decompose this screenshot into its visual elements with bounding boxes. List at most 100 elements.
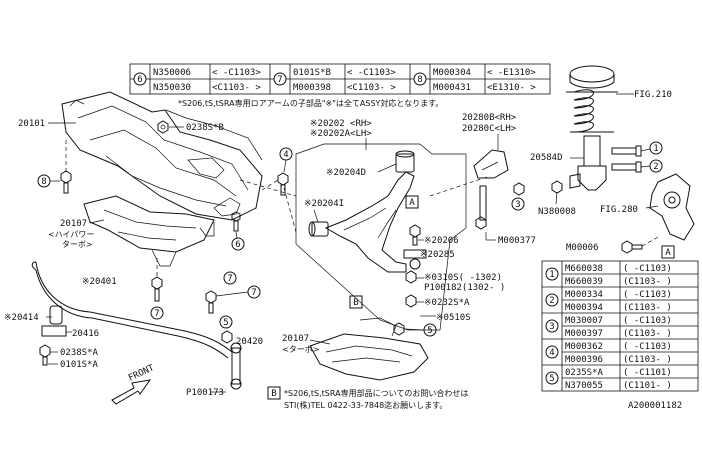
part-m000394[interactable]: M000394 xyxy=(565,303,603,313)
label-20206[interactable]: ※20206 xyxy=(424,236,459,246)
bracket-icon xyxy=(569,173,581,189)
callout-4: 4 xyxy=(283,150,288,160)
bolt-icon xyxy=(151,276,163,302)
label-0510s[interactable]: ※0510S xyxy=(436,313,471,323)
part-n350030[interactable]: N350030 xyxy=(153,83,191,93)
label-0238sa[interactable]: 0238S*A xyxy=(60,348,99,358)
part-m030007[interactable]: M030007 xyxy=(565,316,603,326)
nut-icon xyxy=(221,330,233,344)
part-m000396[interactable]: M000396 xyxy=(565,355,603,365)
label-0232sa[interactable]: ※0232S*A xyxy=(424,298,470,308)
part-n370055[interactable]: N370055 xyxy=(565,381,603,391)
bolt-icon xyxy=(157,120,169,134)
label-fig210[interactable]: FIG.210 xyxy=(634,90,672,100)
label-20280c[interactable]: 20280C<LH> xyxy=(462,124,517,134)
part-m000304[interactable]: M000304 xyxy=(433,68,471,78)
label-fig280[interactable]: FIG.280 xyxy=(600,205,638,215)
callout-7: 7 xyxy=(154,309,159,319)
bracket-20107-hipower[interactable] xyxy=(83,195,215,267)
part-m660039[interactable]: M660039 xyxy=(565,277,603,287)
date-range: ( -C1103) xyxy=(623,342,672,352)
date-range: ( -C1101) xyxy=(623,368,672,378)
bolt-icon xyxy=(39,344,51,366)
knuckle-fig280[interactable] xyxy=(649,173,695,241)
date-range: <E1310- > xyxy=(487,83,536,93)
callout-5: 5 xyxy=(427,326,432,336)
label-20414[interactable]: ※20414 xyxy=(4,313,39,323)
callout-7: 7 xyxy=(277,75,282,85)
nut-icon xyxy=(405,270,417,284)
label-20280b[interactable]: 20280B<RH> xyxy=(462,113,517,123)
label-p100182[interactable]: P100182(1302- ) xyxy=(424,283,505,293)
label-20101[interactable]: 20101 xyxy=(18,119,45,129)
date-range: < -E1310> xyxy=(487,68,536,78)
label-0238sb[interactable]: 0238S*B xyxy=(186,123,224,133)
date-range: <C1103- > xyxy=(347,83,396,93)
label-20107[interactable]: 20107 xyxy=(60,219,87,229)
bushing-20204i[interactable] xyxy=(308,221,329,237)
stabilizer-link-20420[interactable] xyxy=(230,342,242,390)
crossmember-20101[interactable] xyxy=(61,91,263,221)
part-0235sa[interactable]: 0235S*A xyxy=(565,368,604,378)
label-20107-sub: <ハイパワー xyxy=(48,230,94,239)
bushing-20204d[interactable] xyxy=(395,150,415,173)
part-m000398[interactable]: M000398 xyxy=(293,83,331,93)
part-m000334[interactable]: M000334 xyxy=(565,290,603,300)
date-range: ( -C1103) xyxy=(623,290,672,300)
bolt-icon xyxy=(513,182,525,196)
top-note: *S206,tS,tSRA専用ロアアームの子部品"※"は全てASSY対応となりま… xyxy=(178,98,443,108)
label-20202[interactable]: ※20202 <RH> xyxy=(310,119,372,129)
bolt-icon xyxy=(231,211,241,232)
label-m00006[interactable]: M00006 xyxy=(566,243,599,253)
label-20107-sub2: ターボ> xyxy=(62,240,93,249)
ball-joint-20206[interactable] xyxy=(409,224,421,246)
part-m000362[interactable]: M000362 xyxy=(565,342,603,352)
clamp-20416[interactable] xyxy=(41,325,67,337)
date-range: (C1103- ) xyxy=(623,355,672,365)
strut-assembly-fig210[interactable] xyxy=(566,65,618,191)
label-20584d[interactable]: 20584D xyxy=(530,153,563,163)
callout-8: 8 xyxy=(417,75,422,85)
part-m000431[interactable]: M000431 xyxy=(433,83,471,93)
callout-6: 6 xyxy=(137,75,142,85)
bushing-20414[interactable] xyxy=(49,305,63,325)
diagram-id: A200001182 xyxy=(628,401,682,411)
callout-3: 3 xyxy=(515,200,520,210)
label-20107-turbo[interactable]: 20107 xyxy=(282,334,309,344)
part-m660038[interactable]: M660038 xyxy=(565,264,603,274)
label-20107-turbo-sub: <ターボ> xyxy=(282,345,319,354)
bolt-icon xyxy=(277,172,289,196)
callout-7: 7 xyxy=(227,274,232,284)
callout-6: 6 xyxy=(235,240,240,250)
part-0101sb[interactable]: 0101S*B xyxy=(293,68,331,78)
date-range: < -C1103> xyxy=(347,68,396,78)
ball-joint-20285[interactable] xyxy=(403,249,427,270)
lower-arm-20202[interactable] xyxy=(324,171,415,273)
label-20204d[interactable]: ※20204D xyxy=(326,168,366,178)
part-n350006[interactable]: N350006 xyxy=(153,68,191,78)
bracket-20280[interactable] xyxy=(473,149,509,230)
label-m000377[interactable]: M000377 xyxy=(498,236,536,246)
date-range: (C1103- ) xyxy=(623,303,672,313)
label-0310s[interactable]: ※0310S( -1302) xyxy=(424,273,502,283)
label-20285[interactable]: ※20285 xyxy=(420,250,455,260)
bolt-icon xyxy=(60,170,72,194)
label-20202a[interactable]: ※20202A<LH> xyxy=(310,129,372,139)
label-20204i[interactable]: ※20204I xyxy=(304,199,344,209)
label-n380008[interactable]: N380008 xyxy=(538,207,576,217)
bracket-20107-turbo[interactable] xyxy=(309,317,429,381)
label-0101sa[interactable]: 0101S*A xyxy=(60,360,99,370)
nut-icon xyxy=(405,294,417,308)
part-m000397[interactable]: M000397 xyxy=(565,329,603,339)
nut-icon xyxy=(551,180,563,194)
label-20420[interactable]: 20420 xyxy=(236,337,263,347)
date-range: ( -C1103) xyxy=(623,316,672,326)
bolt-icon xyxy=(205,290,217,314)
date-range: (C1103- ) xyxy=(623,277,672,287)
callout-1: 1 xyxy=(653,144,658,154)
stabilizer-bar-20401[interactable] xyxy=(31,261,233,359)
label-20416[interactable]: 20416 xyxy=(72,329,99,339)
label-20401[interactable]: ※20401 xyxy=(82,277,117,287)
label-p100173[interactable]: P100173 xyxy=(186,388,224,398)
callout-2: 2 xyxy=(549,296,554,306)
